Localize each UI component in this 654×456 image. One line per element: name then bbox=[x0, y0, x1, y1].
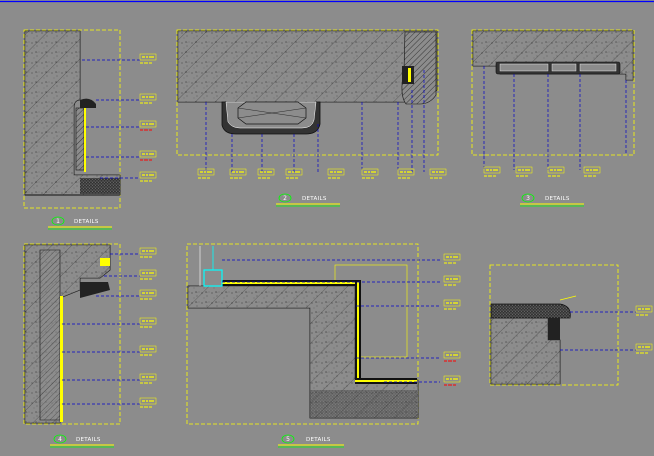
detail-title-3: 3 DETAILS bbox=[520, 193, 584, 207]
callout-tag bbox=[327, 168, 345, 179]
callout-tag bbox=[197, 168, 215, 179]
detail-number-4: 4 bbox=[58, 436, 62, 443]
callout-tag bbox=[139, 397, 157, 408]
detail-label-4: DETAILS bbox=[76, 437, 101, 443]
callout-tag bbox=[443, 351, 461, 362]
detail-number-1: 1 bbox=[56, 218, 60, 225]
callout-tag bbox=[443, 375, 461, 386]
callout-tag bbox=[139, 247, 157, 258]
detail-3 bbox=[471, 29, 635, 156]
detail-number-5: 5 bbox=[286, 436, 290, 443]
detail-5-callout-lines bbox=[222, 259, 440, 383]
callout-tag bbox=[429, 168, 447, 179]
detail-4 bbox=[23, 243, 121, 425]
callout-tag bbox=[443, 299, 461, 310]
callout-tag bbox=[139, 93, 157, 104]
detail-5 bbox=[186, 243, 419, 425]
callout-tag bbox=[257, 168, 275, 179]
callout-tag bbox=[139, 317, 157, 328]
callout-tag bbox=[139, 120, 157, 131]
callout-tag bbox=[483, 166, 501, 177]
callout-tag bbox=[139, 373, 157, 384]
detail-2-callout-lines bbox=[205, 70, 425, 172]
callout-tag bbox=[139, 53, 157, 64]
detail-4-callout-lines bbox=[62, 253, 140, 405]
callout-tag bbox=[635, 305, 653, 316]
callout-tag bbox=[139, 150, 157, 161]
detail-label-3: DETAILS bbox=[545, 196, 570, 202]
callout-tag bbox=[139, 269, 157, 280]
detail-1 bbox=[23, 29, 121, 209]
detail-title-4: 4 DETAILS bbox=[50, 434, 114, 448]
callout-tag bbox=[635, 343, 653, 354]
callout-tag bbox=[285, 168, 303, 179]
detail-title-1: 1 DETAILS bbox=[48, 216, 112, 230]
callout-tag bbox=[361, 168, 379, 179]
detail-title-5: 5 DETAILS bbox=[278, 434, 344, 448]
detail-label-5: DETAILS bbox=[306, 437, 331, 443]
detail-label-2: DETAILS bbox=[302, 196, 327, 202]
callout-tag bbox=[139, 345, 157, 356]
callout-tag bbox=[397, 168, 415, 179]
callout-tag bbox=[139, 289, 157, 300]
detail-title-2: 2 DETAILS bbox=[276, 193, 340, 207]
callout-tags bbox=[139, 53, 653, 408]
callout-tag bbox=[547, 166, 565, 177]
detail-1-callout-lines bbox=[82, 59, 140, 179]
callout-tag bbox=[443, 253, 461, 264]
detail-number-3: 3 bbox=[526, 195, 530, 202]
detail-3-callout-lines bbox=[483, 66, 627, 170]
callout-tag bbox=[583, 166, 601, 177]
detail-6 bbox=[489, 264, 619, 386]
detail-2 bbox=[176, 29, 439, 156]
detail-6-callout-lines bbox=[560, 311, 636, 351]
callout-tag bbox=[229, 168, 247, 179]
callout-tag bbox=[443, 275, 461, 286]
detail-number-2: 2 bbox=[283, 195, 287, 202]
callout-tag bbox=[515, 166, 533, 177]
detail-label-1: DETAILS bbox=[74, 219, 99, 225]
callout-tag bbox=[139, 171, 157, 182]
